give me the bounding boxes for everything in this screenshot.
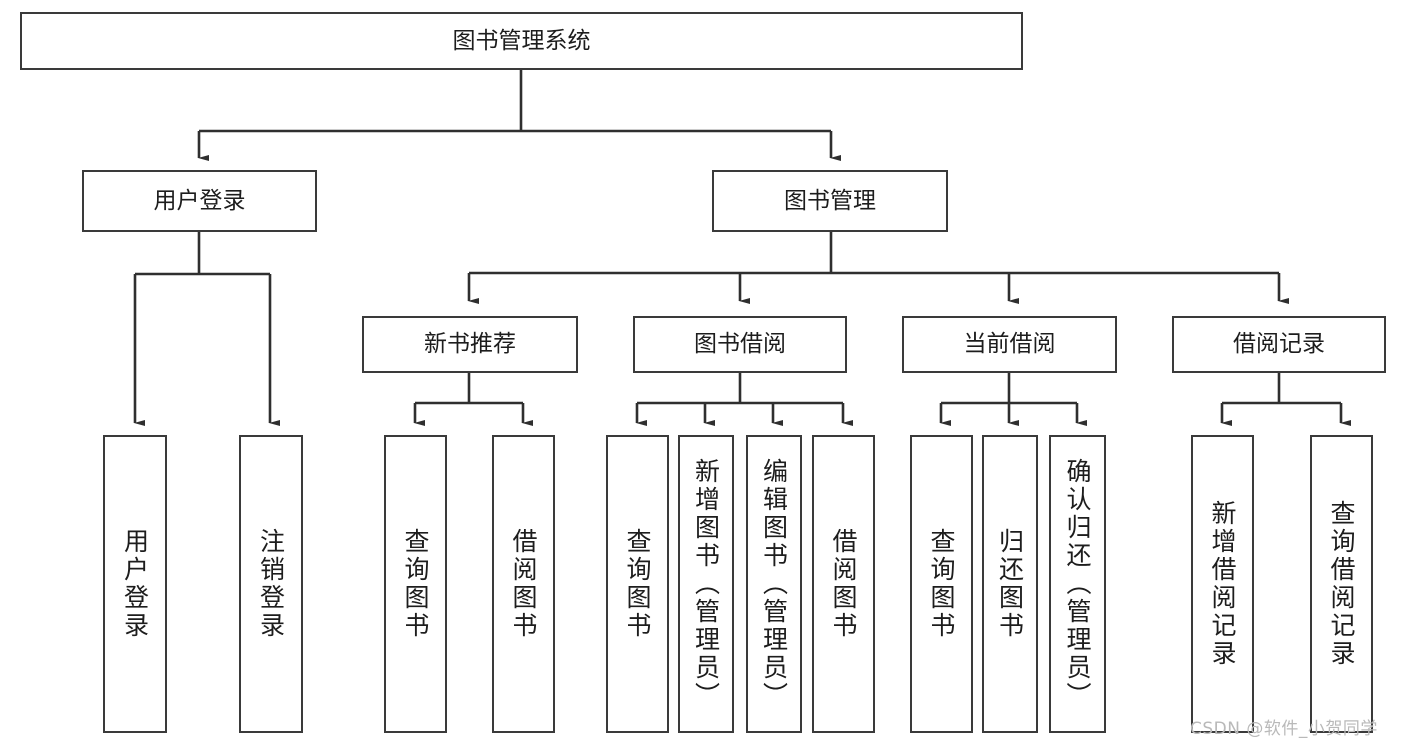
- node-leaf-query-book-recommend[interactable]: 查询图书: [384, 435, 447, 733]
- node-label: 编辑图书（管理员）: [759, 458, 789, 710]
- node-label: 图书借阅: [694, 331, 786, 358]
- node-label: 借阅图书: [829, 528, 858, 640]
- node-current-borrow[interactable]: 当前借阅: [902, 316, 1117, 373]
- node-leaf-add-book-admin[interactable]: 新增图书（管理员）: [678, 435, 734, 733]
- node-leaf-borrow-book[interactable]: 借阅图书: [812, 435, 875, 733]
- node-label: 用户登录: [120, 528, 150, 640]
- node-borrow-record[interactable]: 借阅记录: [1172, 316, 1386, 373]
- node-leaf-return-book[interactable]: 归还图书: [982, 435, 1038, 733]
- node-label: 新书推荐: [424, 331, 516, 358]
- node-root-book-management-system[interactable]: 图书管理系统: [20, 12, 1023, 70]
- node-leaf-query-book-borrow[interactable]: 查询图书: [606, 435, 669, 733]
- node-label: 新增借阅记录: [1208, 500, 1237, 668]
- node-label: 当前借阅: [963, 331, 1056, 358]
- node-user-login[interactable]: 用户登录: [82, 170, 317, 232]
- node-label: 确认归还（管理员）: [1063, 458, 1092, 710]
- node-leaf-confirm-return-admin[interactable]: 确认归还（管理员）: [1049, 435, 1106, 733]
- node-leaf-query-borrow-record[interactable]: 查询借阅记录: [1310, 435, 1373, 733]
- node-label: 查询图书: [401, 528, 430, 640]
- node-leaf-edit-book-admin[interactable]: 编辑图书（管理员）: [746, 435, 802, 733]
- node-label: 新增图书（管理员）: [691, 458, 721, 710]
- node-label: 查询借阅记录: [1327, 500, 1356, 668]
- node-label: 查询图书: [927, 528, 956, 640]
- node-label: 借阅图书: [509, 528, 538, 640]
- node-book-management[interactable]: 图书管理: [712, 170, 948, 232]
- node-label: 归还图书: [995, 528, 1025, 640]
- node-label: 用户登录: [153, 187, 246, 214]
- node-book-borrow[interactable]: 图书借阅: [633, 316, 847, 373]
- node-label: 图书管理: [784, 187, 876, 214]
- node-label: 注销登录: [256, 528, 286, 640]
- node-leaf-query-book-current[interactable]: 查询图书: [910, 435, 973, 733]
- node-leaf-borrow-book-recommend[interactable]: 借阅图书: [492, 435, 555, 733]
- node-new-book-recommend[interactable]: 新书推荐: [362, 316, 578, 373]
- node-label: 图书管理系统: [452, 27, 591, 54]
- node-leaf-add-borrow-record[interactable]: 新增借阅记录: [1191, 435, 1254, 733]
- node-label: 借阅记录: [1233, 331, 1325, 358]
- node-leaf-user-login[interactable]: 用户登录: [103, 435, 167, 733]
- node-leaf-logout-login[interactable]: 注销登录: [239, 435, 303, 733]
- node-label: 查询图书: [623, 528, 652, 640]
